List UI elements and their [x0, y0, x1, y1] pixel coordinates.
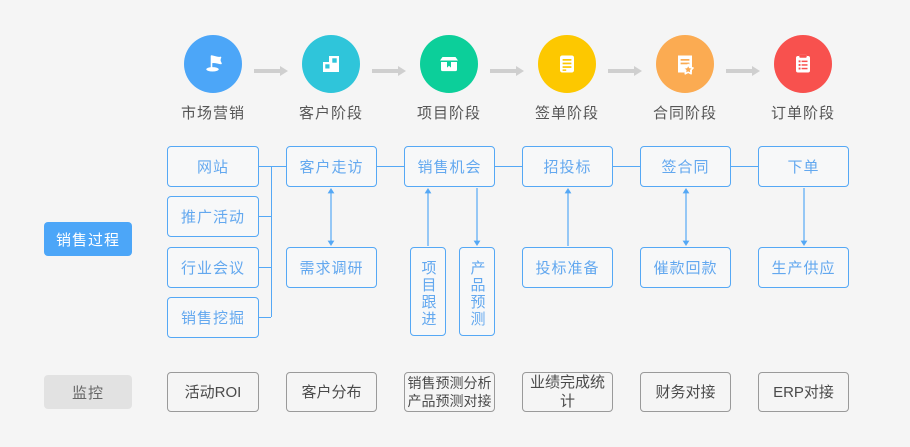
bracket-stub-2 [259, 267, 271, 268]
arrow-product-forecast [473, 188, 481, 246]
sales-box-conference[interactable]: 行业会议 [167, 247, 259, 288]
stage-circle-3[interactable] [538, 35, 596, 93]
sales-box-prospecting-label: 销售挖掘 [180, 310, 245, 327]
monitor-box-campaign-roi[interactable]: 活动ROI [167, 372, 259, 412]
row-label-sales-process-text: 销售过程 [55, 231, 120, 249]
bracket-stub-0 [259, 166, 271, 167]
sales-box-bid-preparation[interactable]: 投标准备 [522, 247, 613, 288]
sales-box-demand-research[interactable]: 需求调研 [286, 247, 377, 288]
monitor-box-performance-stats-label: 业绩完成统计 [529, 374, 605, 410]
stage-label-1: 客户阶段 [298, 105, 363, 122]
sales-box-place-order-label: 下单 [787, 159, 820, 176]
monitor-box-erp-integration[interactable]: ERP对接 [758, 372, 849, 412]
row-label-monitor-text: 监控 [71, 384, 104, 402]
stage-label-3: 签单阶段 [534, 105, 599, 122]
sales-box-prospecting[interactable]: 销售挖掘 [167, 297, 259, 338]
arrow-production-supply [800, 188, 808, 246]
stage-node-1[interactable]: 客户阶段 [272, 35, 390, 123]
stage-arrow-3 [608, 66, 642, 76]
monitor-box-campaign-roi-label: 活动ROI [184, 383, 242, 401]
sales-box-payment-collection[interactable]: 催款回款 [640, 247, 731, 288]
sales-box-website-label: 网站 [196, 159, 229, 176]
sales-box-customer-visit[interactable]: 客户走访 [286, 146, 377, 187]
monitor-box-finance-integration-label: 财务对接 [655, 383, 716, 401]
sales-box-demand-research-label: 需求调研 [299, 260, 364, 277]
monitor-box-sales-forecast-line1: 销售预测分析 [407, 375, 492, 391]
link-contract-order [731, 166, 759, 167]
sales-box-opportunity-label: 销售机会 [417, 159, 482, 176]
sales-box-bidding[interactable]: 招投标 [522, 146, 613, 187]
stage-label-2: 项目阶段 [416, 105, 481, 122]
sales-box-product-forecast[interactable]: 产品预测 [459, 247, 495, 336]
bracket-stub-1 [259, 216, 271, 217]
stage-label-4: 合同阶段 [652, 105, 717, 122]
sales-box-project-followup-label: 项目跟进 [419, 259, 437, 328]
link-visit-opportunity [377, 166, 405, 167]
link-bid-contract [613, 166, 641, 167]
sales-box-sign-contract-label: 签合同 [661, 159, 710, 176]
arrow-project-followup [424, 188, 432, 246]
sales-box-promotion[interactable]: 推广活动 [167, 196, 259, 237]
sales-box-customer-visit-label: 客户走访 [299, 159, 364, 176]
monitor-box-customer-distribution[interactable]: 客户分布 [286, 372, 377, 412]
marketing-flag-icon [198, 49, 228, 79]
sales-box-place-order[interactable]: 下单 [758, 146, 849, 187]
stage-circle-5[interactable] [774, 35, 832, 93]
sales-box-sign-contract[interactable]: 签合同 [640, 146, 731, 187]
bracket-vline [271, 166, 272, 317]
stage-circle-2[interactable] [420, 35, 478, 93]
sales-box-production-supply-label: 生产供应 [771, 260, 836, 277]
bracket-to-visit [271, 166, 286, 167]
stage-circle-4[interactable] [656, 35, 714, 93]
sales-box-project-followup[interactable]: 项目跟进 [410, 247, 446, 336]
stage-label-0: 市场营销 [180, 105, 245, 122]
clipboard-list-icon [788, 49, 818, 79]
stage-arrow-1 [372, 66, 406, 76]
sales-box-production-supply[interactable]: 生产供应 [758, 247, 849, 288]
row-label-monitor: 监控 [44, 375, 132, 409]
stage-arrow-4 [726, 66, 760, 76]
arrow-demand-research [327, 188, 335, 246]
stage-node-0[interactable]: 市场营销 [154, 35, 272, 123]
stage-node-3[interactable]: 签单阶段 [508, 35, 626, 123]
bracket-stub-3 [259, 317, 271, 318]
package-box-icon [434, 49, 464, 79]
monitor-box-performance-stats[interactable]: 业绩完成统计 [522, 372, 613, 412]
stage-arrow-2 [490, 66, 524, 76]
stage-label-5: 订单阶段 [770, 105, 835, 122]
document-lines-icon [552, 49, 582, 79]
sales-box-conference-label: 行业会议 [180, 260, 245, 277]
stage-node-4[interactable]: 合同阶段 [626, 35, 744, 123]
building-blocks-icon [316, 49, 346, 79]
stage-arrow-0 [254, 66, 288, 76]
row-label-sales-process: 销售过程 [44, 222, 132, 256]
sales-box-opportunity[interactable]: 销售机会 [404, 146, 495, 187]
monitor-box-finance-integration[interactable]: 财务对接 [640, 372, 731, 412]
link-opportunity-bid [495, 166, 523, 167]
sales-box-promotion-label: 推广活动 [180, 209, 245, 226]
certificate-star-icon [670, 49, 700, 79]
sales-box-product-forecast-label: 产品预测 [468, 259, 486, 328]
monitor-box-customer-distribution-label: 客户分布 [301, 383, 362, 401]
sales-box-website[interactable]: 网站 [167, 146, 259, 187]
sales-box-payment-collection-label: 催款回款 [653, 260, 718, 277]
sales-box-bid-preparation-label: 投标准备 [535, 260, 600, 277]
stage-node-2[interactable]: 项目阶段 [390, 35, 508, 123]
monitor-box-sales-forecast[interactable]: 销售预测分析 产品预测对接 [404, 372, 495, 412]
monitor-box-sales-forecast-line2: 产品预测对接 [407, 393, 492, 409]
stage-circle-1[interactable] [302, 35, 360, 93]
arrow-payment-collection [682, 188, 690, 246]
arrow-bid-preparation [564, 188, 572, 246]
monitor-box-erp-integration-label: ERP对接 [773, 383, 834, 401]
sales-box-bidding-label: 招投标 [543, 159, 592, 176]
stage-circle-0[interactable] [184, 35, 242, 93]
stage-node-5[interactable]: 订单阶段 [744, 35, 862, 123]
